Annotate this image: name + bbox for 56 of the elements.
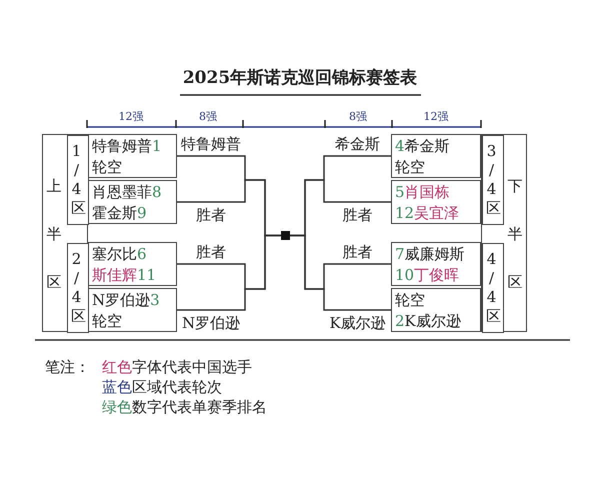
quarter-label: 2/4区	[71, 250, 86, 326]
edge-label: 胜者	[195, 243, 227, 261]
round-label: 8强	[199, 109, 217, 124]
final-square	[281, 231, 290, 240]
player-entry: N罗伯逊3	[91, 290, 161, 311]
player-entry: 肖恩墨菲8	[91, 182, 163, 203]
edge-label: 胜者	[342, 243, 374, 261]
player-entry: 特鲁姆普1	[91, 136, 163, 157]
player-entry: 2K威尔逊	[394, 311, 462, 332]
edge-label: 胜者	[195, 206, 227, 224]
match-box	[391, 288, 481, 332]
player-entry: 斯佳辉11	[91, 265, 158, 286]
bracket-line	[290, 234, 391, 311]
edge-label: 特鲁姆普	[180, 135, 242, 153]
half-bracket-panel	[481, 134, 527, 332]
note-line: 蓝色区域代表轮次	[102, 378, 222, 397]
player-entry: 轮空	[91, 311, 123, 332]
match-box	[88, 180, 177, 224]
half-label: 下半区	[508, 176, 522, 293]
round-label: 8强	[349, 109, 367, 124]
note-line: 绿色数字代表单赛季排名	[102, 398, 267, 417]
half-bracket-panel	[42, 134, 88, 332]
half-label: 上半区	[46, 176, 62, 293]
note-line: 红色字体代表中国选手	[102, 358, 252, 377]
match-box	[88, 242, 177, 286]
quarter-panel	[482, 243, 504, 333]
quarter-label: 4/4区	[486, 250, 501, 326]
edge-label: 希金斯	[334, 135, 381, 153]
round-label: 12强	[118, 109, 144, 124]
player-entry: 塞尔比6	[91, 244, 148, 265]
match-box	[88, 288, 177, 332]
note-heading: 笔注：	[45, 358, 90, 377]
player-entry: 轮空	[394, 290, 426, 311]
player-entry: 10丁俊晖	[394, 265, 460, 286]
quarter-panel	[67, 135, 89, 225]
round-label: 12强	[424, 109, 448, 124]
edge-label: N罗伯逊	[181, 314, 242, 332]
title: 2025年斯诺克巡回锦标赛签表	[182, 67, 418, 89]
player-entry: 霍金斯9	[91, 203, 148, 224]
match-box	[391, 134, 481, 178]
match-box	[391, 180, 481, 224]
edge-label: K威尔逊	[328, 314, 387, 332]
player-entry: 5肖国栋	[394, 182, 451, 203]
quarter-label: 3/4区	[486, 142, 501, 218]
player-entry: 4希金斯	[394, 136, 451, 157]
player-entry: 轮空	[394, 157, 426, 178]
quarter-label: 1/4区	[71, 142, 86, 218]
match-box	[391, 242, 481, 286]
bracket-line	[177, 234, 281, 311]
quarter-panel	[482, 135, 504, 225]
quarter-panel	[67, 243, 89, 333]
player-entry: 轮空	[91, 157, 123, 178]
player-entry: 12吴宜泽	[394, 203, 460, 224]
edge-label: 胜者	[342, 206, 374, 224]
match-box	[88, 134, 177, 178]
player-entry: 7威廉姆斯	[394, 244, 466, 265]
